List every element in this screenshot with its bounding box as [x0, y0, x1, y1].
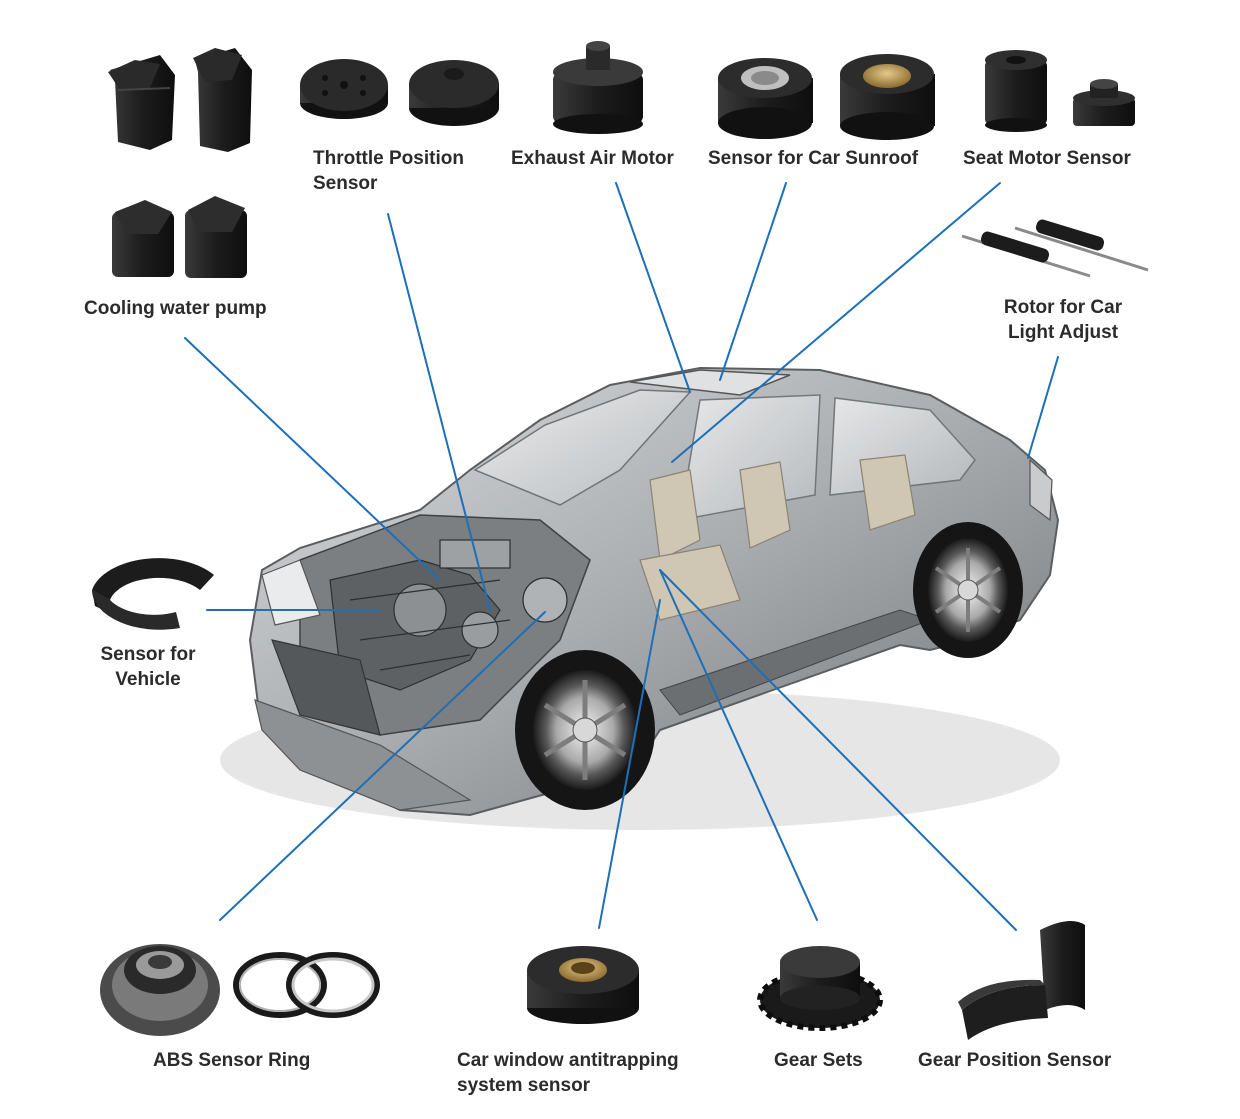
sunroof-sensor-part-1 [718, 58, 813, 139]
leader-lines [184, 182, 1059, 931]
label-line: Cooling water pump [84, 298, 267, 319]
car-illustration [220, 366, 1060, 830]
abs-ring-part-1 [233, 952, 327, 1018]
label-line: Car window antitrapping [457, 1050, 679, 1071]
label-abs-sensor-ring: ABS Sensor Ring [153, 1048, 310, 1073]
label-line: Gear Sets [774, 1050, 863, 1071]
label-line: Vehicle [115, 669, 181, 690]
label-cooling-water-pump: Cooling water pump [84, 296, 267, 321]
car-grille [271, 639, 381, 736]
sunroof-sensor-part-2 [840, 54, 935, 140]
label-line: Rotor for Car [1003, 297, 1123, 318]
label-line: Sensor for [100, 644, 196, 665]
label-line: system sensor [457, 1075, 591, 1096]
leader-line-rotor [1027, 356, 1059, 459]
label-exhaust-air-motor: Exhaust Air Motor [511, 146, 674, 171]
seat-sensor-part-1 [985, 50, 1047, 132]
label-line: Sensor [313, 173, 378, 194]
cooling-pump-part-2 [193, 48, 252, 152]
car-taillight [1029, 458, 1053, 522]
leader-line-gearsets [659, 569, 818, 921]
leader-line-window [598, 599, 661, 929]
label-line: Exhaust Air Motor [511, 148, 674, 169]
leader-line-seat [671, 182, 1001, 463]
rotor-part [961, 219, 1149, 278]
label-sensor-car-sunroof: Sensor for Car Sunroof [708, 146, 918, 171]
window-sensor-part [527, 946, 639, 1024]
car-rear-wheel [913, 522, 1023, 658]
leader-line-throttle [387, 213, 491, 611]
exhaust-motor-part [553, 41, 643, 134]
gear-part [757, 946, 883, 1031]
engine-detail [329, 539, 568, 691]
label-line: Gear Position Sensor [918, 1050, 1112, 1071]
seat-sensor-part-2 [1073, 79, 1135, 126]
cooling-pump-part-4 [185, 196, 247, 278]
label-sensor-for-vehicle: Sensor for Vehicle [78, 642, 218, 692]
cooling-pump-part-1 [108, 55, 175, 150]
throttle-sensor-disc-1 [300, 59, 388, 119]
leader-line-cooling [184, 337, 441, 581]
label-throttle-position-sensor: Throttle Position Sensor [313, 146, 464, 196]
leader-line-exhaust [615, 182, 691, 393]
label-seat-motor-sensor: Seat Motor Sensor [963, 146, 1131, 171]
car-headlight [261, 559, 321, 626]
car-front-wheel [515, 650, 655, 810]
vehicle-sensor-part [92, 558, 214, 630]
abs-hub-part [100, 944, 220, 1036]
car-seats [639, 454, 916, 621]
leader-line-gearpos [659, 569, 1017, 931]
label-gear-sets: Gear Sets [774, 1048, 863, 1073]
cooling-pump-part-3 [112, 200, 174, 277]
label-gear-position-sensor: Gear Position Sensor [918, 1048, 1111, 1073]
label-line: Seat Motor Sensor [963, 148, 1131, 169]
label-line: Sensor for Car Sunroof [708, 148, 919, 169]
car-bumper [254, 699, 472, 811]
leader-line-sunroof [719, 182, 787, 381]
label-line: ABS Sensor Ring [153, 1050, 311, 1071]
label-line: Light Adjust [1007, 322, 1119, 343]
car-sunroof [629, 369, 791, 396]
leader-line-abs [219, 611, 546, 921]
label-car-window-antitrapping: Car window antitrapping system sensor [457, 1048, 679, 1098]
throttle-sensor-disc-2 [409, 60, 499, 126]
gear-position-part [958, 921, 1085, 1040]
label-rotor-light-adjust: Rotor for Car Light Adjust [983, 295, 1143, 345]
label-line: Throttle Position [313, 148, 464, 169]
abs-ring-part-2 [286, 952, 380, 1018]
